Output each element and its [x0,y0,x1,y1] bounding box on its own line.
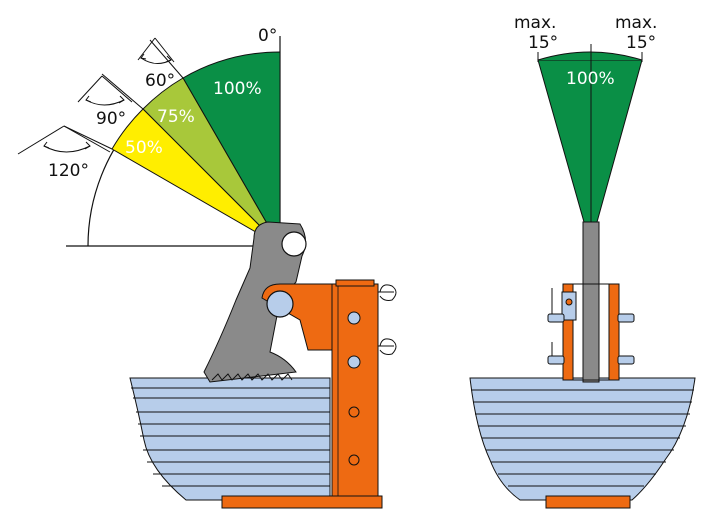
pivot-pin [266,290,294,318]
left-clamp [203,221,397,509]
safety-pin-top [378,284,397,301]
right-plate-stack [469,377,696,501]
angle-label-60: 60° [145,71,175,91]
hole-2 [348,454,360,466]
clamp-top-cap [335,279,375,287]
clamp-base [221,495,383,509]
lifting-eye [281,231,307,257]
angle-wedge-120 [17,125,111,155]
side-pivot-plate [561,291,577,321]
side-bolts [547,313,635,365]
angle-wedge-90 [77,75,133,106]
zero-degree-label: 0° [258,26,277,46]
hole-1 [348,406,360,418]
ext-line-60 [149,39,184,79]
percent-label-75: 75% [157,107,195,127]
angle-label-120: 120° [48,161,89,181]
angle-sector-diagram: 0° 60° 90° 120° 100% 75% 50% [17,26,281,248]
right-deg-label: 15° [626,33,656,53]
left-max-label: max. [514,13,556,33]
side-jaw [582,221,600,383]
ext-line-90 [101,73,144,110]
jaw-cam [203,221,306,383]
right-max-label: max. [615,13,657,33]
percent-label-50: 50% [125,138,163,158]
ext-line-120 [63,125,113,150]
jaw-teeth [211,373,293,381]
bolt-2 [347,355,361,369]
safety-pin-bottom [378,338,397,355]
percent-label-100: 100% [213,79,262,99]
bolt-1 [347,311,361,325]
side-clamp-base [545,495,631,509]
right-clamp [545,221,635,509]
angle-label-90: 90° [96,109,126,129]
side-angle-diagram: max. 15° max. 15° 100% [514,13,657,240]
sector-100-percent [182,51,281,248]
left-plate-stack [129,377,331,501]
left-deg-label: 15° [528,33,558,53]
side-percent-label: 100% [566,69,615,89]
angle-wedge-60 [137,37,175,64]
side-body-right [608,283,620,381]
